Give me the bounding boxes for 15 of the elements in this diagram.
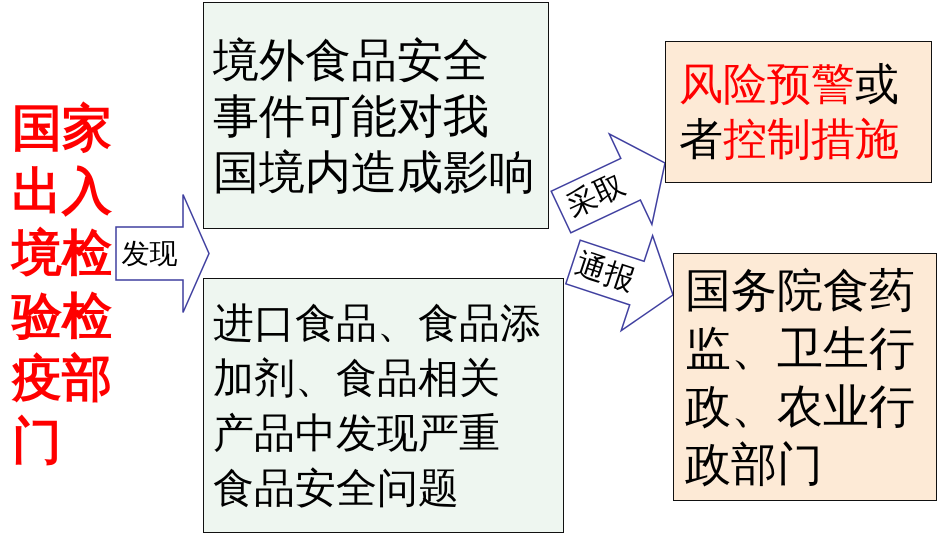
box-text: 风险预警或者控制措施 (679, 58, 900, 167)
edge-label: 发现 (122, 240, 178, 268)
block-arrow (564, 233, 674, 332)
box-text: 境外食品安全事件可能对我国境内造成影响 (213, 32, 535, 200)
process-box (673, 253, 937, 501)
edge-label: 采取 (562, 169, 630, 222)
block-arrow (115, 194, 210, 314)
process-box (203, 278, 564, 533)
process-box (665, 41, 932, 183)
process-box (203, 2, 549, 229)
box-text: 国务院食药监、卫生行政、农业行政部门 (685, 262, 915, 493)
block-arrow (550, 132, 666, 234)
box-text: 进口食品、食品添加剂、食品相关产品中发现严重食品安全问题 (213, 298, 541, 514)
edge-label: 通报 (572, 248, 638, 296)
agency-label: 国家出入境检验检疫部门 (12, 97, 116, 472)
